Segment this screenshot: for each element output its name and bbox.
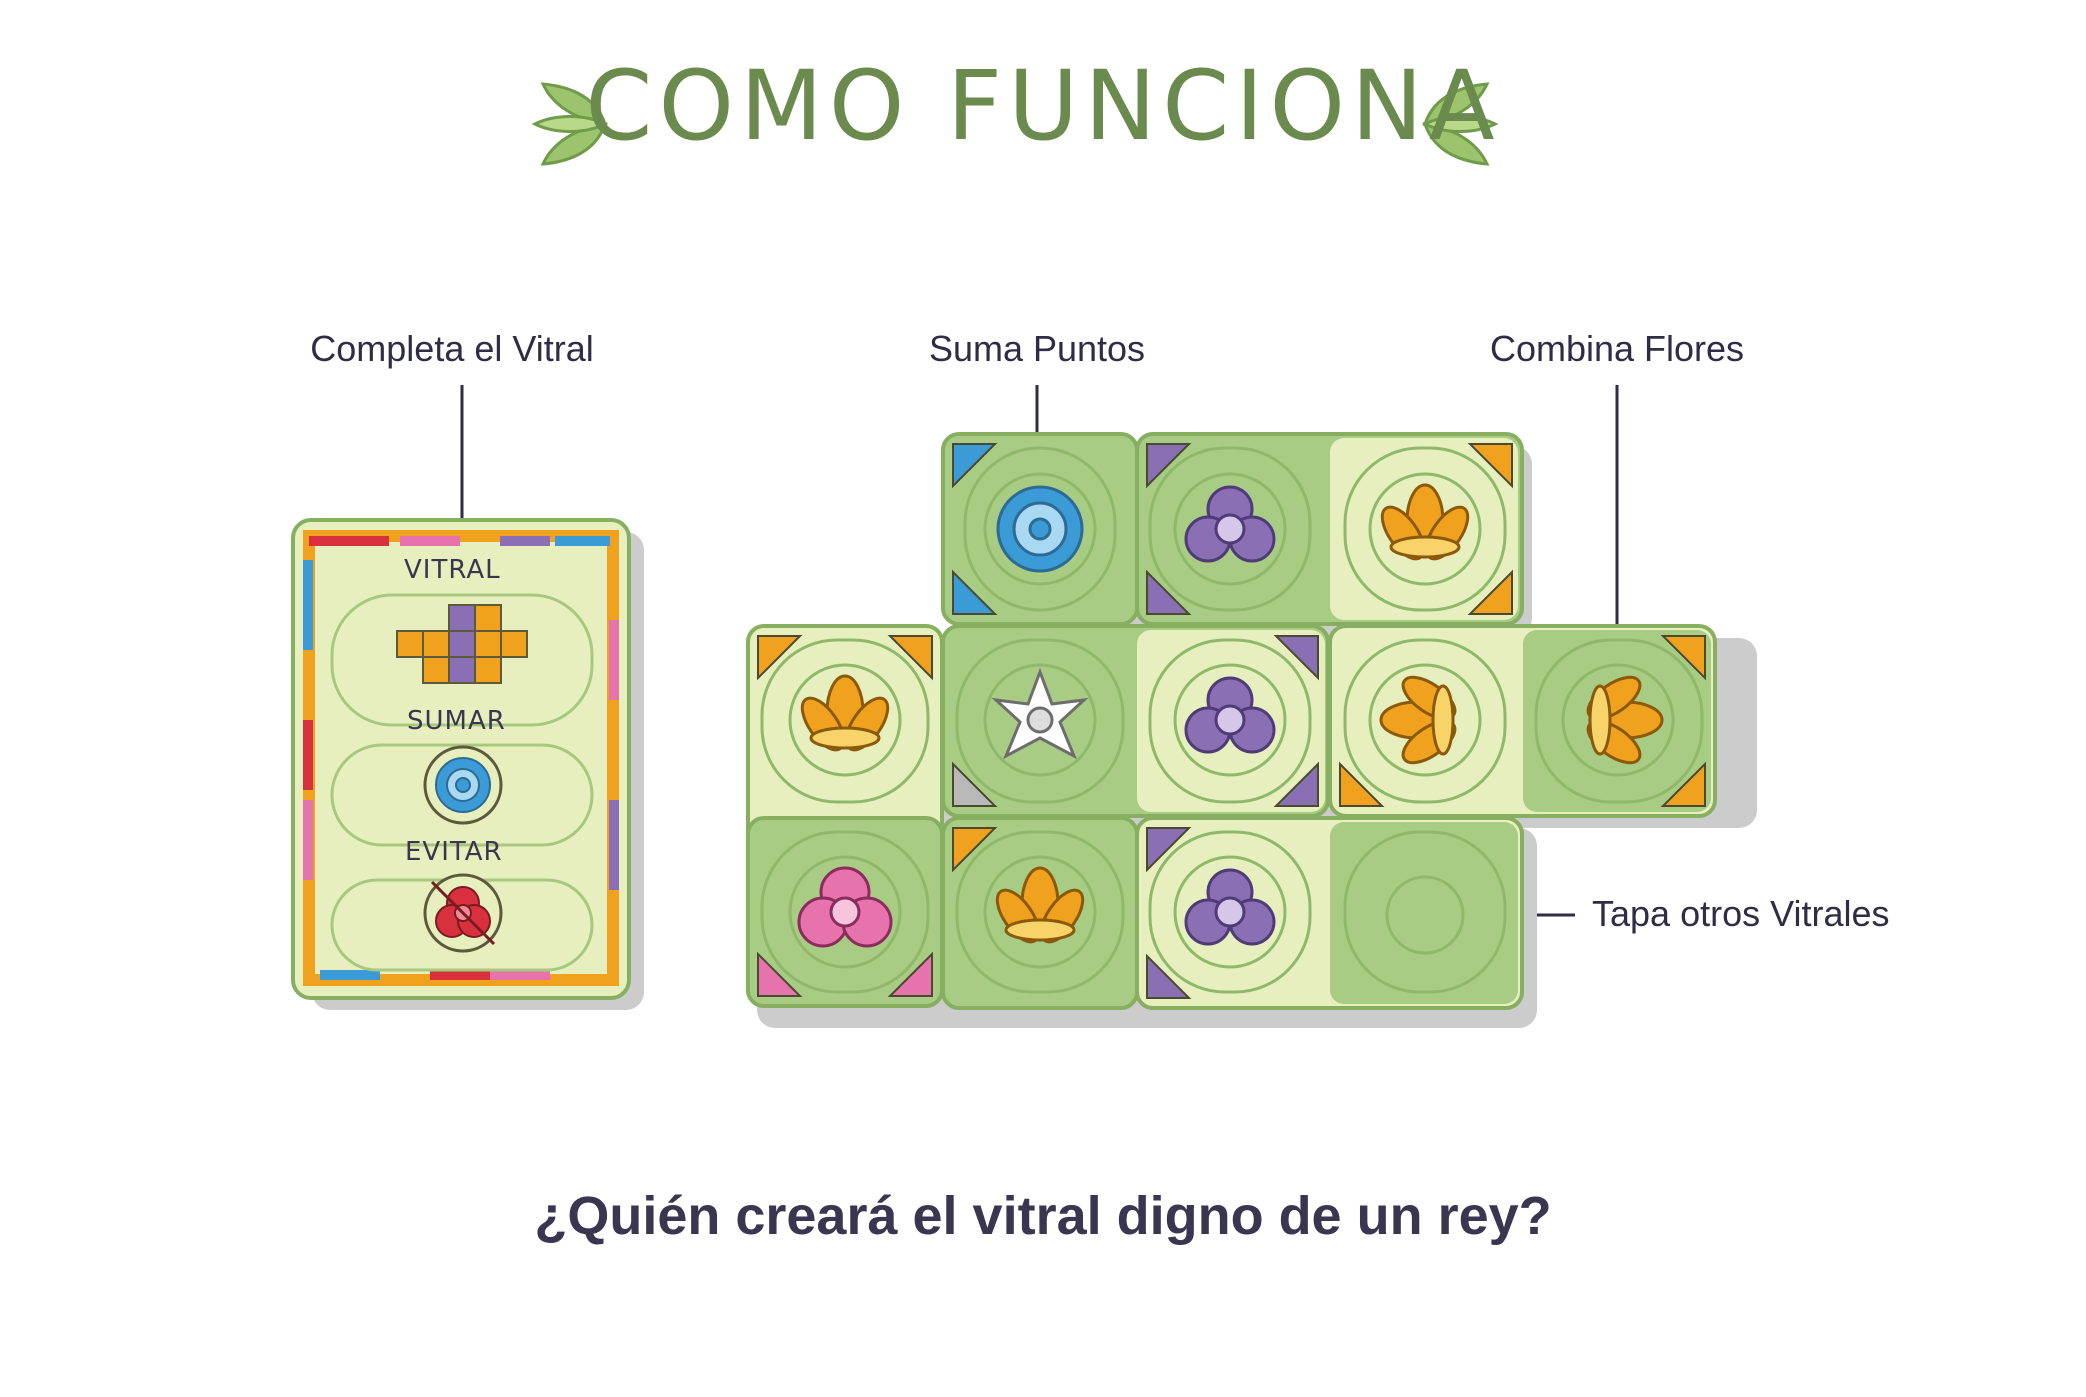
page-title: COMO FUNCIONA — [585, 50, 1501, 162]
blue-flower-icon — [996, 485, 1084, 573]
orange-lotus-icon — [1586, 675, 1664, 765]
card-section-sumar: SUMAR — [407, 706, 506, 736]
orange-lotus-icon — [995, 866, 1085, 944]
white-flower-icon — [991, 667, 1089, 760]
objective-card — [291, 518, 644, 1010]
tiles — [746, 432, 1717, 1010]
card-blue-flower-icon — [435, 757, 491, 813]
purple-flower-icon — [1184, 868, 1276, 946]
card-section-vitral: VITRAL — [404, 555, 501, 585]
corner-triangles — [757, 443, 1706, 999]
label-complete-vitral: Completa el Vitral — [310, 328, 594, 369]
label-cover-vitrals: Tapa otros Vitrales — [1592, 893, 1890, 934]
card-section-evitar: EVITAR — [405, 837, 503, 867]
purple-flower-icon — [1184, 676, 1276, 754]
purple-flower-icon — [1184, 485, 1276, 563]
label-sum-points: Suma Puntos — [928, 328, 1146, 369]
orange-lotus-icon — [1379, 675, 1457, 765]
orange-lotus-icon — [800, 674, 890, 752]
tagline-question: ¿Quién creará el vitral digno de un rey? — [534, 1186, 1552, 1246]
orange-lotus-icon — [1380, 483, 1470, 561]
tile-panels — [760, 446, 1704, 994]
pink-flower-icon — [797, 866, 893, 948]
label-combine-flowers: Combina Flores — [1489, 328, 1745, 369]
